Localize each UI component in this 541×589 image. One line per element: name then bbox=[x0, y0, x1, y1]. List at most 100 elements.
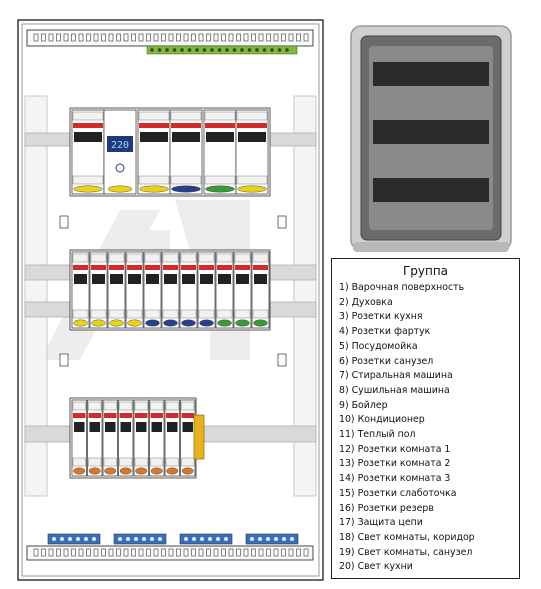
breaker-red-stripe bbox=[166, 413, 179, 418]
circuit-breaker bbox=[71, 251, 90, 329]
circuit-breaker bbox=[89, 251, 108, 329]
breaker-body bbox=[107, 251, 126, 329]
bus-screw bbox=[68, 537, 72, 541]
breaker-label bbox=[139, 185, 169, 193]
bus-terminal bbox=[168, 33, 174, 42]
bus-screw bbox=[210, 48, 214, 52]
bus-terminal bbox=[183, 33, 189, 42]
bus-screw bbox=[60, 537, 64, 541]
distribution-terminal-block bbox=[193, 414, 205, 460]
breaker-red-stripe bbox=[205, 123, 235, 128]
breaker-toggle bbox=[110, 274, 123, 284]
bus-screw bbox=[126, 537, 130, 541]
breaker-label bbox=[135, 467, 148, 475]
breaker-red-stripe bbox=[73, 265, 88, 270]
bus-terminal bbox=[251, 548, 256, 557]
breaker-body bbox=[164, 399, 180, 477]
bus-screw bbox=[76, 537, 80, 541]
breaker-toggle bbox=[140, 132, 168, 142]
breaker-label bbox=[171, 185, 201, 193]
breaker-red-stripe bbox=[253, 265, 268, 270]
legend-item: 4) Розетки фартук bbox=[339, 326, 431, 338]
bus-screw bbox=[187, 48, 192, 52]
legend-item: 1) Варочная поверхность bbox=[339, 282, 465, 293]
breaker-bottom-terminal bbox=[198, 309, 215, 319]
legend-item: 5) Посудомойка bbox=[339, 340, 418, 352]
bus-terminal bbox=[56, 548, 61, 557]
bus-screw bbox=[150, 537, 154, 541]
relay-display-value: 220 bbox=[111, 140, 129, 151]
legend-item: 19) Свет комнаты, санузел bbox=[339, 546, 473, 558]
breaker-bottom-terminal bbox=[204, 175, 236, 185]
bus-terminal bbox=[131, 548, 136, 557]
breaker-top-terminal bbox=[216, 253, 233, 263]
bus-screw bbox=[225, 48, 229, 52]
breaker-red-stripe bbox=[217, 265, 232, 270]
legend-item: 10) Кондиционер bbox=[339, 414, 425, 426]
breaker-top-terminal bbox=[90, 253, 107, 263]
top-bus-bar bbox=[26, 29, 314, 55]
breaker-red-stripe bbox=[171, 123, 201, 128]
breaker-toggle bbox=[89, 422, 100, 432]
bus-screw bbox=[84, 537, 88, 541]
breaker-body bbox=[71, 399, 87, 477]
breaker-bottom-terminal bbox=[108, 309, 125, 319]
bus-terminal bbox=[213, 33, 219, 42]
breaker-red-stripe bbox=[181, 265, 196, 270]
bus-terminal bbox=[123, 33, 129, 42]
breaker-toggle bbox=[238, 132, 266, 142]
breaker-bottom-terminal bbox=[165, 457, 179, 467]
bus-terminal bbox=[116, 33, 121, 42]
breaker-top-terminal bbox=[234, 253, 251, 263]
bus-screw bbox=[202, 48, 207, 52]
breaker-red-stripe bbox=[73, 413, 86, 418]
breaker-bottom-terminal bbox=[144, 309, 161, 319]
circuit-breaker bbox=[107, 251, 126, 329]
breaker-bottom-terminal bbox=[150, 457, 164, 467]
bus-screw bbox=[290, 537, 294, 541]
bus-screw bbox=[165, 48, 169, 52]
bus-terminal bbox=[236, 33, 241, 42]
bus-screw bbox=[195, 48, 199, 52]
bus-terminal bbox=[78, 548, 84, 557]
breaker-red-stripe bbox=[91, 265, 106, 270]
breaker-red-stripe bbox=[88, 413, 101, 418]
breaker-body bbox=[89, 251, 108, 329]
breaker-top-terminal bbox=[170, 111, 202, 121]
breaker-bottom-terminal bbox=[126, 309, 143, 319]
bus-terminal bbox=[288, 33, 294, 42]
relay-knob bbox=[115, 163, 125, 173]
legend-item: 12) Розетки комната 1 bbox=[339, 443, 451, 455]
breaker-toggle bbox=[74, 132, 102, 142]
bus-terminal bbox=[123, 548, 129, 557]
breaker-label bbox=[73, 467, 86, 475]
circuit-breaker bbox=[197, 251, 216, 329]
breaker-row-3 bbox=[69, 397, 197, 479]
bus-screw bbox=[52, 537, 56, 541]
breaker-red-stripe bbox=[109, 265, 124, 270]
bus-screw bbox=[216, 537, 220, 541]
bottom-bus-bars bbox=[26, 533, 314, 561]
bus-screw bbox=[184, 537, 188, 541]
breaker-body bbox=[179, 251, 198, 329]
bus-terminal bbox=[56, 33, 61, 42]
circuit-breaker bbox=[215, 251, 234, 329]
bus-terminal bbox=[281, 548, 286, 557]
breaker-body bbox=[215, 251, 234, 329]
legend-item: 20) Свет кухни bbox=[339, 561, 413, 573]
rail-mount-knobs bbox=[59, 215, 287, 367]
legend-item: 16) Розетки резерв bbox=[339, 502, 434, 514]
bus-terminal bbox=[258, 548, 264, 557]
breaker-toggle bbox=[74, 274, 87, 284]
breaker-red-stripe bbox=[135, 413, 148, 418]
breaker-red-stripe bbox=[145, 265, 160, 270]
bus-terminal bbox=[288, 548, 294, 557]
legend-item: 11) Теплый пол bbox=[339, 429, 416, 441]
breaker-label bbox=[166, 467, 179, 475]
breaker-row-1: 220 bbox=[69, 107, 271, 197]
breaker-red-stripe bbox=[235, 265, 250, 270]
bus-screw bbox=[192, 537, 196, 541]
bus-terminal bbox=[161, 33, 166, 42]
circuit-breaker bbox=[143, 251, 162, 329]
bus-terminal bbox=[221, 548, 226, 557]
